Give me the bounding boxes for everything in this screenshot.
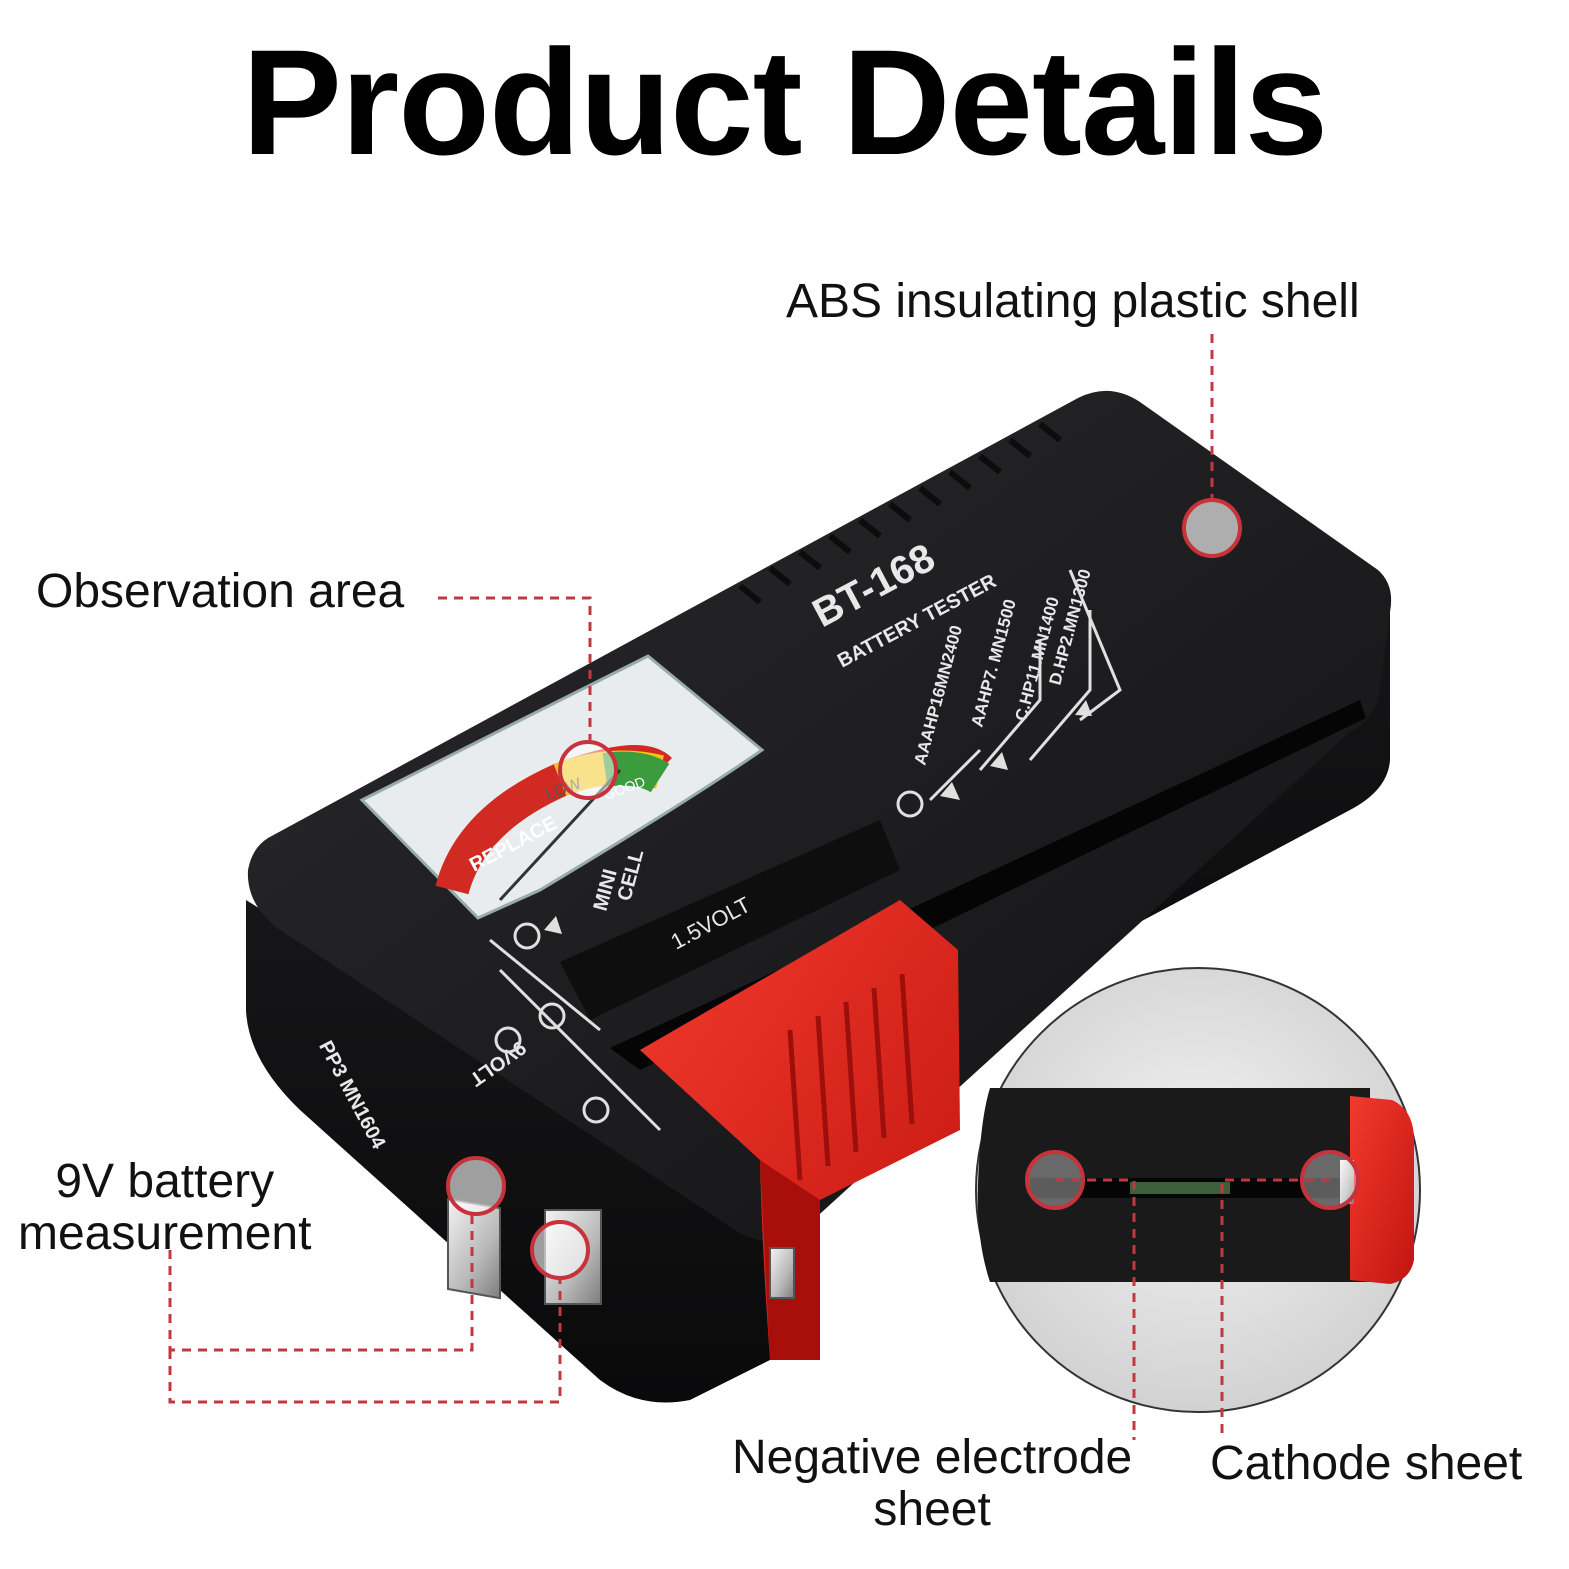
marker-observation	[558, 740, 618, 800]
tester-body-top	[247, 390, 1392, 1241]
slot-recess	[560, 820, 900, 1020]
page-title: Product Details	[241, 18, 1328, 186]
slot-guides	[489, 569, 1122, 1132]
highlight-markers	[446, 498, 1360, 1280]
callout-9v-line2: measurement	[18, 1207, 312, 1260]
grip-ridges	[738, 421, 1062, 605]
leader-lines	[168, 334, 1330, 1440]
callout-observation-area: Observation area	[36, 565, 405, 618]
callout-9v-line1: 9V battery	[55, 1155, 275, 1208]
callout-9v-battery: 9V battery measurement	[18, 1156, 311, 1260]
callout-negative-line1: Negative electrode	[732, 1431, 1133, 1484]
marker-abs-shell	[1182, 498, 1242, 558]
callout-negative-electrode: Negative electrode sheet	[732, 1432, 1132, 1536]
marker-9v-a	[446, 1156, 506, 1216]
marker-9v-b	[530, 1220, 590, 1280]
callout-cathode-sheet: Cathode sheet	[1210, 1437, 1523, 1490]
polarity-symbols	[494, 790, 924, 1124]
callout-negative-line2: sheet	[873, 1483, 991, 1536]
zoom-inset	[975, 967, 1421, 1413]
callout-abs-shell: ABS insulating plastic shell	[786, 275, 1360, 328]
slot-arrows	[544, 700, 1092, 934]
red-slider	[640, 900, 960, 1360]
